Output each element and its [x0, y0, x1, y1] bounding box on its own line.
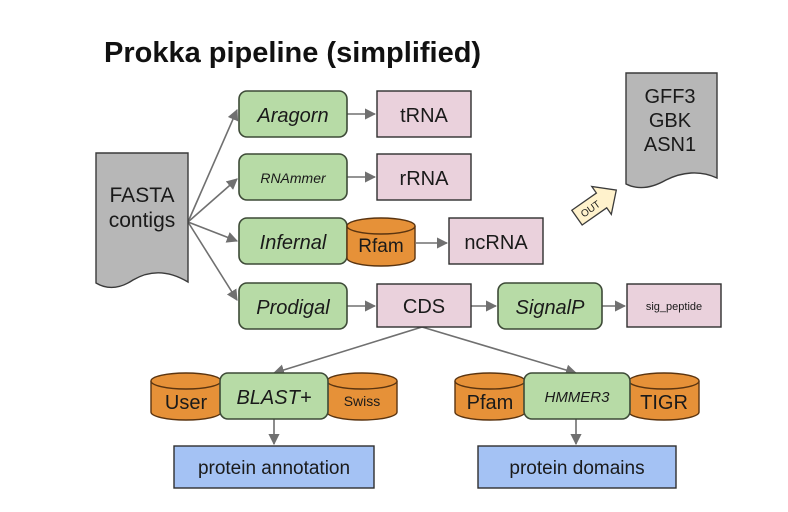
tool-signalp-label: SignalP: [516, 297, 586, 319]
output-files-line2: GBK: [649, 110, 692, 132]
database-swiss: Swiss: [326, 372, 398, 421]
out-arrow: OUT: [570, 185, 618, 226]
edge-cds-hmmer: [421, 326, 578, 376]
out-arrow-icon: [570, 185, 618, 226]
page-title: Prokka pipeline (simplified): [104, 37, 481, 69]
output-cds: CDS: [376, 283, 472, 328]
tool-prodigal: Prodigal: [238, 282, 348, 330]
tool-aragorn-label: Aragorn: [256, 105, 328, 127]
output-trna: tRNA: [376, 90, 472, 138]
database-rfam: Rfam: [346, 217, 416, 267]
tool-rnammer: RNAmmer: [238, 153, 348, 201]
tool-infernal-label: Infernal: [260, 232, 327, 254]
result-protein-domains-label: protein domains: [509, 458, 644, 479]
tool-hmmer: HMMER3: [523, 372, 631, 420]
database-tigr-label: TIGR: [640, 392, 688, 414]
output-rrna-label: rRNA: [400, 168, 450, 190]
output-ncrna: ncRNA: [448, 217, 544, 265]
database-user: User: [150, 372, 222, 421]
tool-aragorn: Aragorn: [238, 90, 348, 138]
edge-fasta-infernal: [187, 221, 239, 243]
output-cds-label: CDS: [403, 296, 445, 318]
edge-fasta-aragorn: [187, 108, 239, 223]
output-files-line1: GFF3: [644, 86, 695, 108]
result-protein-annotation: protein annotation: [173, 445, 375, 489]
tool-blast: BLAST+: [219, 372, 329, 420]
result-protein-annotation-label: protein annotation: [198, 458, 350, 479]
edges: [187, 108, 627, 446]
fasta-input-document: FASTA contigs: [95, 152, 189, 289]
output-sig-peptide: sig_peptide: [626, 283, 722, 328]
tool-rnammer-label: RNAmmer: [260, 170, 327, 186]
database-rfam-label: Rfam: [358, 236, 403, 257]
output-ncrna-label: ncRNA: [464, 232, 528, 254]
database-pfam: Pfam: [454, 372, 526, 421]
tool-blast-label: BLAST+: [236, 387, 311, 409]
database-tigr: TIGR: [628, 372, 700, 421]
output-files-line3: ASN1: [644, 134, 696, 156]
tool-infernal: Infernal: [238, 217, 348, 265]
database-swiss-label: Swiss: [344, 393, 381, 409]
fasta-label-line1: FASTA: [110, 184, 175, 207]
edge-cds-blast: [272, 326, 423, 376]
fasta-label-line2: contigs: [109, 209, 176, 232]
edge-fasta-prodigal: [187, 221, 238, 301]
tool-prodigal-label: Prodigal: [256, 297, 330, 319]
output-sig-peptide-label: sig_peptide: [646, 301, 702, 313]
tool-hmmer-label: HMMER3: [544, 389, 610, 406]
database-pfam-label: Pfam: [467, 392, 514, 414]
output-rrna: rRNA: [376, 153, 472, 201]
edge-fasta-rnammer: [187, 178, 238, 223]
tool-signalp: SignalP: [497, 282, 603, 330]
result-protein-domains: protein domains: [477, 445, 677, 489]
output-files-document: GFF3 GBK ASN1: [625, 72, 718, 189]
database-user-label: User: [165, 392, 208, 414]
output-trna-label: tRNA: [400, 105, 448, 127]
